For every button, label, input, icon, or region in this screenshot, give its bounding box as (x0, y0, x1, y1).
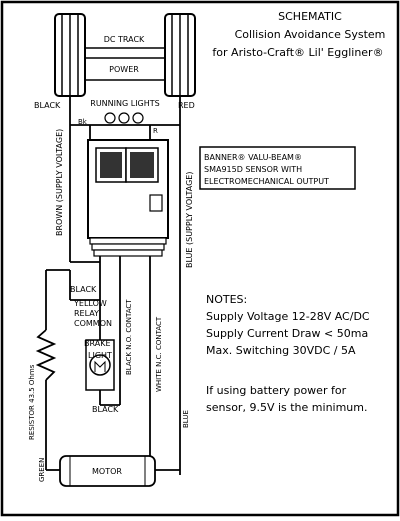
supply-wires (69, 96, 181, 475)
running-light-bulb (132, 112, 144, 124)
sensor-unit (87, 139, 169, 257)
resistor-symbol (35, 329, 57, 381)
wire-label-black-top: BLACK (34, 101, 61, 110)
wire-label-red-top: RED (178, 101, 195, 110)
wire-label-black-bottom: BLACK (92, 405, 119, 414)
track-label-dc: DC TRACK (104, 35, 145, 44)
wire-label-white-nc: WHITE N.C. CONTACT (155, 316, 163, 392)
dc-track: DC TRACK POWER (54, 13, 196, 97)
track-label-power: POWER (109, 65, 139, 74)
running-light-bulb (118, 112, 130, 124)
running-lights: RUNNING LIGHTS (90, 99, 160, 124)
wire-label-brown: BROWN (SUPPLY VOLTAGE) (55, 129, 64, 236)
sensor-desc-line-3: ELECTROMECHANICAL OUTPUT (204, 177, 329, 186)
notes-line-2: Supply Current Draw < 50ma (206, 327, 368, 340)
title-line-3: for Aristo-Craft® Lil' Eggliner® (212, 46, 383, 59)
title-line-1: SCHEMATIC (278, 10, 342, 23)
brake-label-2: LIGHT (88, 351, 112, 360)
running-light-bulb (104, 112, 116, 124)
running-lights-label: RUNNING LIGHTS (90, 99, 159, 108)
notes-block: NOTES: Supply Voltage 12-28V AC/DC Suppl… (206, 293, 370, 414)
wire-label-black-left: BLACK (70, 285, 97, 294)
brake-light-bulb (85, 339, 115, 391)
sensor-description-box: BANNER® VALU-BEAM® SMA915D SENSOR WITH E… (199, 146, 356, 190)
wire-label-r: R (153, 127, 158, 135)
notes-line-1: Supply Voltage 12-28V AC/DC (206, 310, 370, 323)
notes-heading: NOTES: (206, 293, 247, 306)
notes-line-5: sensor, 9.5V is the minimum. (206, 401, 368, 414)
wire-label-green: GREEN (38, 458, 46, 482)
wire-label-blue-bottom: BLUE (182, 410, 190, 428)
wire-label-black-no: BLACK N.O. CONTACT (125, 299, 133, 375)
wire-label-resistor: RESISTOR 43.5 Ohms (28, 364, 36, 440)
title-line-2: Collision Avoidance System (235, 28, 386, 41)
motor: MOTOR (59, 455, 156, 487)
brake-label-1: BRAKE (84, 339, 111, 348)
title-block: SCHEMATIC Collision Avoidance System for… (212, 10, 385, 59)
wire-label-yellow: YELLOW (73, 299, 107, 308)
sensor-desc-line-1: BANNER® VALU-BEAM® (204, 153, 302, 162)
wire-label-blue-supply: BLUE (SUPPLY VOLTAGE) (185, 172, 194, 268)
sensor-desc-line-2: SMA915D SENSOR WITH (204, 165, 302, 174)
wire-label-bk: Bk (78, 118, 88, 126)
wire-label-relay: RELAY (74, 309, 99, 318)
notes-line-4: If using battery power for (206, 384, 347, 397)
notes-line-3: Max. Switching 30VDC / 5A (206, 344, 356, 357)
wire-label-common: COMMON (74, 319, 112, 328)
motor-label: MOTOR (92, 467, 122, 476)
